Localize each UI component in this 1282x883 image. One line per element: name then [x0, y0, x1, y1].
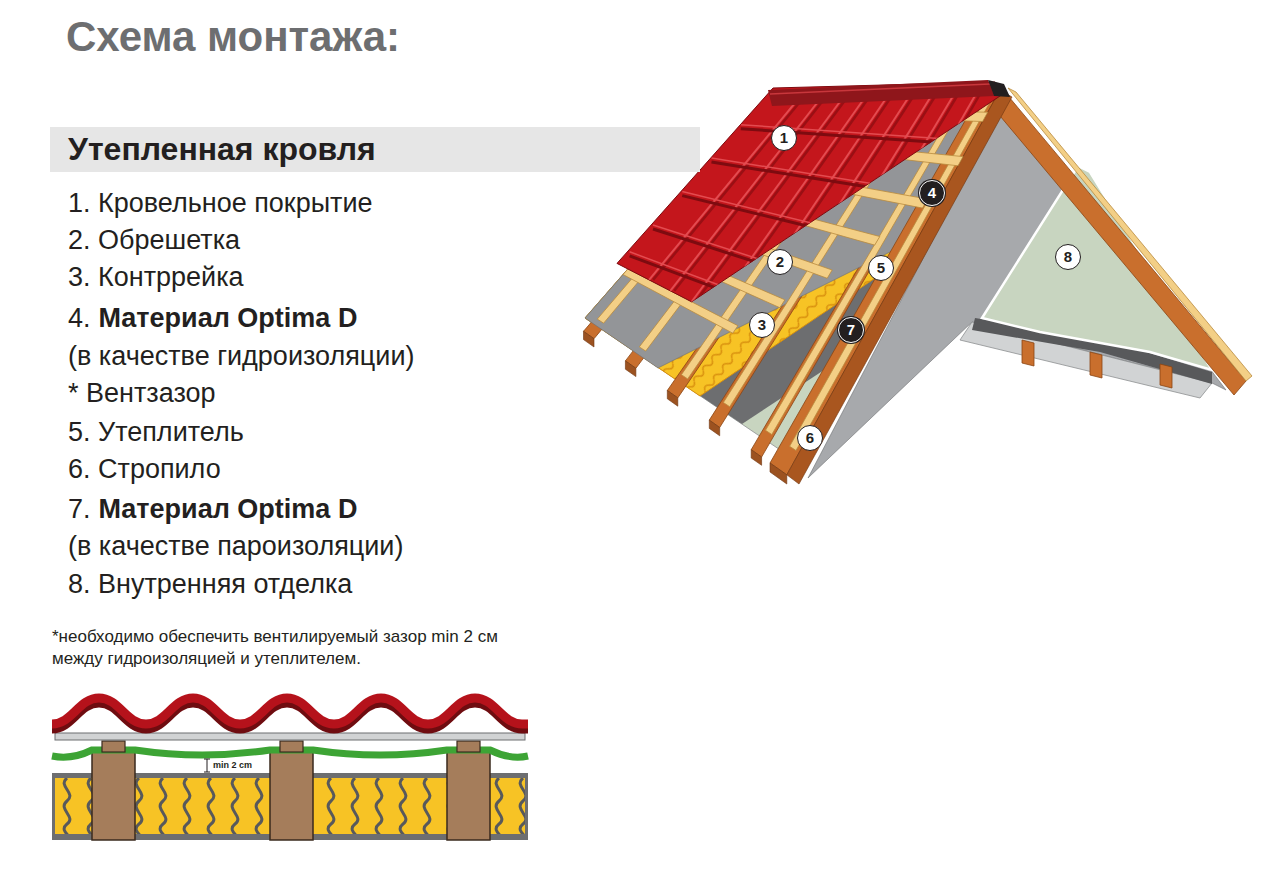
joist-end	[1160, 364, 1172, 388]
section-tile	[52, 698, 528, 724]
callout-circle: 2	[767, 249, 793, 275]
section-tile	[52, 698, 528, 729]
list-item: 3. Контррейка	[68, 261, 244, 293]
tile-profile	[653, 225, 772, 263]
roof-tiles	[617, 82, 1003, 302]
tile-profile	[682, 192, 830, 228]
callout-number: 3	[758, 316, 766, 334]
list-item: 5. Утеплитель	[68, 416, 244, 448]
callout-circle: 3	[749, 312, 775, 338]
tile-profile	[649, 91, 978, 302]
section-rafter	[270, 752, 313, 840]
list-item: 6. Стропило	[68, 453, 221, 485]
right-rafter	[990, 88, 1252, 395]
page-title: Схема монтажа:	[66, 12, 400, 62]
list-item: 1. Кровельное покрытие	[68, 187, 373, 219]
section-heading: Утепленная кровля	[68, 130, 376, 168]
right-rafter	[990, 91, 1246, 395]
joist-end	[1022, 340, 1034, 366]
section-counter-batten	[280, 741, 303, 752]
ridge-cap	[770, 84, 990, 94]
callout-number: 6	[806, 429, 814, 447]
section-rafter	[447, 752, 490, 840]
tile-profile	[653, 91, 982, 302]
material-name: Материал Optima D	[99, 493, 358, 525]
callout-circle: 8	[1055, 244, 1081, 270]
tile-profile	[911, 91, 956, 167]
tile-profile	[649, 95, 802, 280]
section-counter-batten	[102, 741, 480, 752]
section-batten	[55, 733, 525, 740]
rafter-end	[751, 450, 761, 466]
footnote: *необходимо обеспечить вентилируемый заз…	[52, 626, 542, 670]
ridge-cap	[768, 80, 1010, 106]
list-note: (в качестве гидроизоляции)	[68, 340, 414, 372]
section-counter-batten	[457, 741, 480, 752]
material-name: Материал Optima D	[99, 302, 358, 334]
section-rafter	[92, 752, 490, 840]
tile-profile	[739, 93, 872, 282]
list-item: 8. Внутренняя отделка	[68, 568, 352, 600]
tile-profile	[692, 94, 846, 302]
callout-circle: 1	[771, 125, 797, 151]
tile-profile	[712, 158, 891, 186]
tile-profile	[630, 252, 725, 287]
tile-profile	[822, 92, 912, 231]
callout-circle: 4	[919, 180, 945, 206]
callout-number: 2	[776, 253, 784, 271]
callout-circle: 6	[797, 425, 823, 451]
tile-profile	[653, 95, 806, 280]
list-number: 7.	[68, 493, 91, 525]
joist-end	[1022, 340, 1172, 388]
callout-number: 5	[877, 259, 885, 277]
callout-number: 4	[928, 184, 936, 202]
list-item: 2. Обрешетка	[68, 224, 240, 256]
gap-dimension-mark	[207, 759, 208, 772]
section-counter-batten	[102, 741, 125, 752]
callout-circle: 5	[868, 255, 894, 281]
rafter-end	[709, 420, 719, 436]
dimension-label: min 2 cm	[212, 760, 253, 771]
roof-tiles	[617, 82, 1003, 302]
tile-profile	[630, 256, 725, 291]
list-item: * Вентзазор	[68, 377, 216, 409]
rafter-end	[584, 331, 595, 347]
ridge-cap	[988, 80, 1010, 97]
ridge-cap	[768, 80, 994, 106]
tile-profile	[696, 94, 850, 302]
section-band: Утепленная кровля	[50, 127, 700, 172]
tile-profile	[826, 92, 916, 231]
right-rafter	[1008, 88, 1252, 381]
rafter-end	[625, 361, 636, 377]
tile-profile	[682, 196, 830, 232]
callout-number: 7	[847, 321, 855, 339]
tile-profile	[630, 91, 982, 302]
list-number: 4.	[68, 302, 91, 334]
joist-end	[1090, 352, 1102, 378]
list-note: (в качестве пароизоляции)	[68, 530, 403, 562]
section-batten	[55, 733, 525, 740]
gap-dimension-mark	[204, 759, 210, 760]
callout-number: 8	[1064, 248, 1072, 266]
front-rafter	[770, 463, 787, 484]
rafter-end	[667, 391, 678, 407]
tile-profile	[915, 91, 960, 167]
tile-profile	[735, 93, 868, 282]
gap-dimension-mark	[204, 772, 210, 773]
callout-number: 1	[780, 129, 788, 147]
tile-profile	[712, 162, 891, 190]
callout-circle: 7	[838, 317, 864, 343]
tile-profile	[670, 94, 824, 291]
section-rafter	[92, 752, 135, 840]
tile-profile	[653, 229, 772, 267]
gap-dimension-mark	[204, 759, 210, 772]
